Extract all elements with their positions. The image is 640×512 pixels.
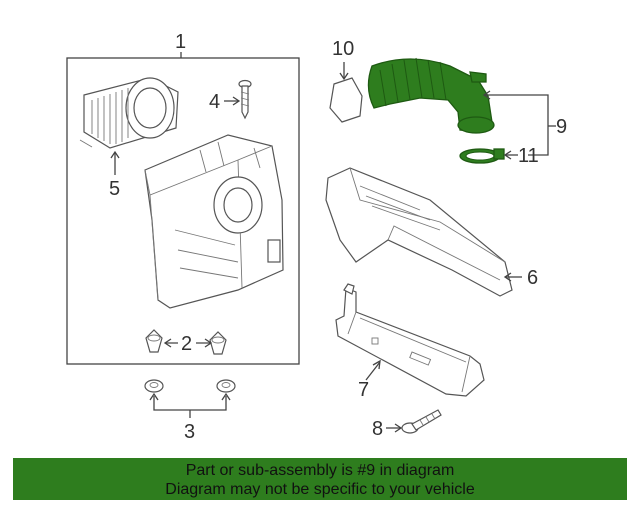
callout-2[interactable]: 2 — [181, 333, 192, 355]
callout-11[interactable]: 11 — [518, 145, 539, 167]
callout-9[interactable]: 9 — [556, 116, 567, 138]
grommet-right[interactable] — [209, 331, 227, 355]
info-banner: Part or sub-assembly is #9 in diagram Di… — [13, 458, 627, 500]
banner-line-2: Diagram may not be specific to your vehi… — [165, 481, 475, 498]
callout-9-bracket — [484, 94, 549, 156]
parts-diagram: 1 5 4 2 — [66, 31, 567, 443]
grommet-left[interactable] — [145, 329, 163, 353]
mounting-bracket[interactable] — [335, 283, 485, 397]
callout-4[interactable]: 4 — [209, 91, 220, 113]
mount-right[interactable] — [216, 379, 236, 393]
callout-1[interactable]: 1 — [175, 31, 186, 53]
callout-7-line — [365, 361, 381, 381]
callout-5[interactable]: 5 — [109, 178, 120, 200]
assembly-box — [66, 57, 300, 365]
callout-3[interactable]: 3 — [184, 421, 195, 443]
banner-line-1: Part or sub-assembly is #9 in diagram — [185, 462, 455, 479]
callout-7[interactable]: 7 — [358, 379, 369, 401]
callout-6[interactable]: 6 — [527, 267, 538, 289]
callout-8[interactable]: 8 — [372, 418, 383, 440]
mount-left[interactable] — [144, 379, 164, 393]
seal[interactable] — [329, 77, 363, 123]
hose-clamp[interactable] — [459, 148, 505, 164]
callout-10[interactable]: 10 — [332, 38, 354, 60]
bolt[interactable] — [401, 409, 442, 434]
intake-hose[interactable] — [367, 57, 495, 134]
air-duct-cover[interactable] — [325, 167, 513, 297]
air-filter-element[interactable] — [79, 77, 179, 149]
air-cleaner-housing[interactable] — [144, 134, 284, 309]
callout-3-bracket — [153, 396, 227, 411]
screw[interactable] — [238, 79, 252, 120]
